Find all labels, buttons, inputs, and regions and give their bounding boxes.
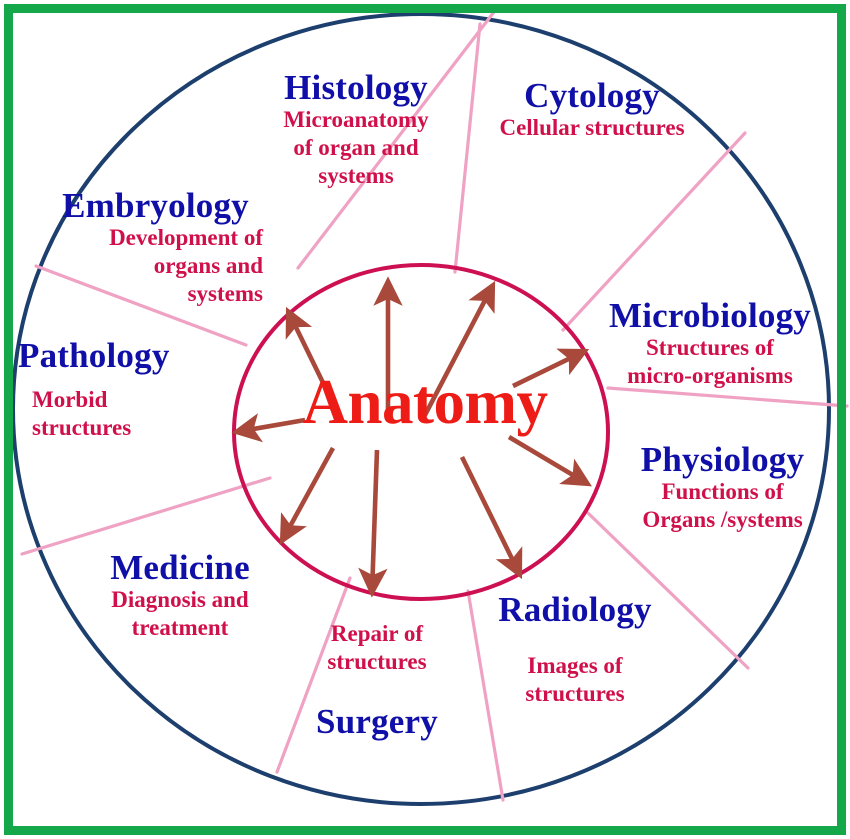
branch-surgery: Repair of structures Surgery bbox=[282, 620, 472, 740]
arrow-to-medicine bbox=[279, 446, 336, 546]
arrow-to-embryology bbox=[285, 306, 333, 399]
divider-pathology-embryology bbox=[34, 264, 248, 347]
branch-radiology: Radiology Images of structures bbox=[470, 590, 680, 708]
branch-embryology: Embryology Development of organs and sys… bbox=[48, 186, 263, 309]
branch-medicine-desc: Diagnosis and treatment bbox=[75, 586, 285, 642]
branch-pathology-desc: Morbid structures bbox=[32, 386, 248, 442]
branch-pathology-desc-line-1: Morbid bbox=[32, 387, 108, 413]
branch-embryology-desc-line-3: systems bbox=[187, 281, 263, 307]
branch-cytology-desc-line-1: Cellular structures bbox=[499, 115, 685, 141]
branch-embryology-desc-line-2: organs and bbox=[153, 253, 263, 279]
branch-microbiology-title: Microbiology bbox=[608, 296, 811, 335]
branch-microbiology-desc-line-1: Structures of bbox=[646, 335, 774, 361]
center-label: Anatomy bbox=[302, 367, 549, 437]
branch-cytology: Cytology Cellular structures bbox=[472, 76, 712, 142]
branch-histology-title: Histology bbox=[284, 68, 428, 107]
branch-surgery-desc-line-1: Repair of bbox=[330, 621, 424, 646]
branch-cytology-desc: Cellular structures bbox=[472, 114, 712, 142]
arrow-to-pathology bbox=[231, 413, 306, 443]
divider-histology-cytology bbox=[453, 22, 482, 274]
branch-pathology: Pathology Morbid structures bbox=[18, 336, 248, 442]
branch-physiology-desc-line-2: Organs /systems bbox=[642, 507, 803, 533]
branch-histology: Histology Microanatomy of organ and syst… bbox=[256, 68, 456, 191]
green-border-frame bbox=[4, 4, 846, 835]
branch-radiology-desc-line-2: structures bbox=[525, 681, 625, 707]
branch-pathology-desc-line-2: structures bbox=[32, 415, 132, 441]
branch-histology-desc-line-1: Microanatomy bbox=[283, 107, 429, 133]
branch-histology-desc-line-2: of organ and bbox=[293, 135, 419, 161]
branch-pathology-title: Pathology bbox=[18, 336, 170, 375]
branch-radiology-desc: Images of structures bbox=[470, 652, 680, 708]
branch-medicine-desc-line-2: treatment bbox=[131, 615, 229, 641]
branch-physiology-desc-line-1: Functions of bbox=[661, 479, 784, 505]
branch-surgery-title: Surgery bbox=[316, 702, 438, 742]
divider-physiology-radiology bbox=[586, 511, 750, 670]
divider-embryology-histology bbox=[296, 6, 499, 270]
divider-radiology-surgery bbox=[466, 589, 505, 802]
sector-dividers bbox=[20, 6, 849, 802]
divider-cytology-microbiology bbox=[561, 131, 747, 332]
branch-microbiology-desc-line-2: micro-organisms bbox=[627, 363, 793, 389]
outer-circle bbox=[11, 12, 831, 806]
arrow-to-physiology bbox=[507, 435, 592, 487]
arrow-to-surgery bbox=[358, 449, 388, 598]
divider-medicine-pathology bbox=[20, 476, 272, 556]
branch-physiology-title: Physiology bbox=[640, 440, 805, 479]
branch-medicine-title: Medicine bbox=[110, 548, 250, 587]
branch-microbiology: Microbiology Structures of micro-organis… bbox=[590, 296, 830, 390]
radiating-arrows bbox=[231, 276, 592, 598]
branch-embryology-title: Embryology bbox=[62, 186, 249, 225]
branch-histology-desc: Microanatomy of organ and systems bbox=[256, 106, 456, 190]
branch-radiology-desc-line-1: Images of bbox=[527, 653, 623, 679]
branch-surgery-desc-line-2: structures bbox=[327, 649, 427, 675]
branch-medicine: Medicine Diagnosis and treatment bbox=[75, 548, 285, 642]
divider-microbiology-physiology bbox=[606, 386, 849, 408]
branch-medicine-desc-line-1: Diagnosis and bbox=[111, 587, 249, 613]
branch-physiology: Physiology Functions of Organs /systems bbox=[605, 440, 840, 534]
branch-embryology-desc-line-1: Development of bbox=[109, 225, 263, 251]
divider-surgery-medicine bbox=[275, 576, 352, 774]
branch-physiology-desc: Functions of Organs /systems bbox=[605, 478, 840, 534]
arrow-to-radiology bbox=[459, 455, 523, 580]
branch-histology-desc-line-3: systems bbox=[318, 163, 394, 189]
branch-surgery-desc: Repair of structures bbox=[282, 620, 472, 676]
branch-microbiology-desc: Structures of micro-organisms bbox=[590, 334, 830, 390]
branch-embryology-desc: Development of organs and systems bbox=[48, 224, 263, 308]
arrow-to-microbiology bbox=[511, 348, 590, 389]
branch-radiology-title: Radiology bbox=[498, 590, 652, 629]
arrow-to-cytology bbox=[422, 280, 496, 417]
branch-cytology-title: Cytology bbox=[524, 76, 660, 115]
